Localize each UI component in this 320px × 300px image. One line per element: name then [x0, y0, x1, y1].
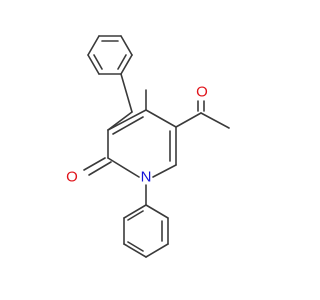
bond	[145, 243, 169, 258]
bond	[123, 243, 147, 258]
aromatic-inner-bond	[127, 241, 144, 252]
nitrogen-label: N	[141, 169, 152, 186]
n-phenyl-ring	[123, 204, 169, 258]
acetyl-oxygen-label: O	[196, 84, 208, 101]
bond	[87, 35, 100, 56]
aromatic-inner-bond	[93, 54, 103, 70]
bond	[145, 204, 169, 219]
molecule-structure-diagram: O O N	[66, 35, 230, 258]
bond	[152, 164, 177, 178]
pyridinone-ring	[107, 109, 177, 178]
bond	[123, 204, 147, 219]
ring-carbonyl-double-bond	[88, 161, 112, 176]
benzyl-ch2-bond	[120, 73, 133, 113]
carbonyl-oxygen-label: O	[66, 169, 78, 186]
benzyl-phenyl-ring	[87, 35, 133, 75]
bond	[107, 109, 147, 131]
ring-carbonyl-double-bond	[83, 157, 106, 171]
acetyl-bond	[175, 112, 202, 128]
bond	[87, 54, 100, 75]
acetyl-methyl-bond	[200, 112, 230, 129]
ring-double-bond	[112, 116, 144, 135]
bond	[120, 35, 133, 56]
bond	[145, 109, 177, 128]
aromatic-inner-bond	[127, 210, 144, 221]
bond	[107, 157, 140, 178]
aromatic-inner-bond	[117, 54, 127, 70]
bond	[120, 54, 133, 75]
